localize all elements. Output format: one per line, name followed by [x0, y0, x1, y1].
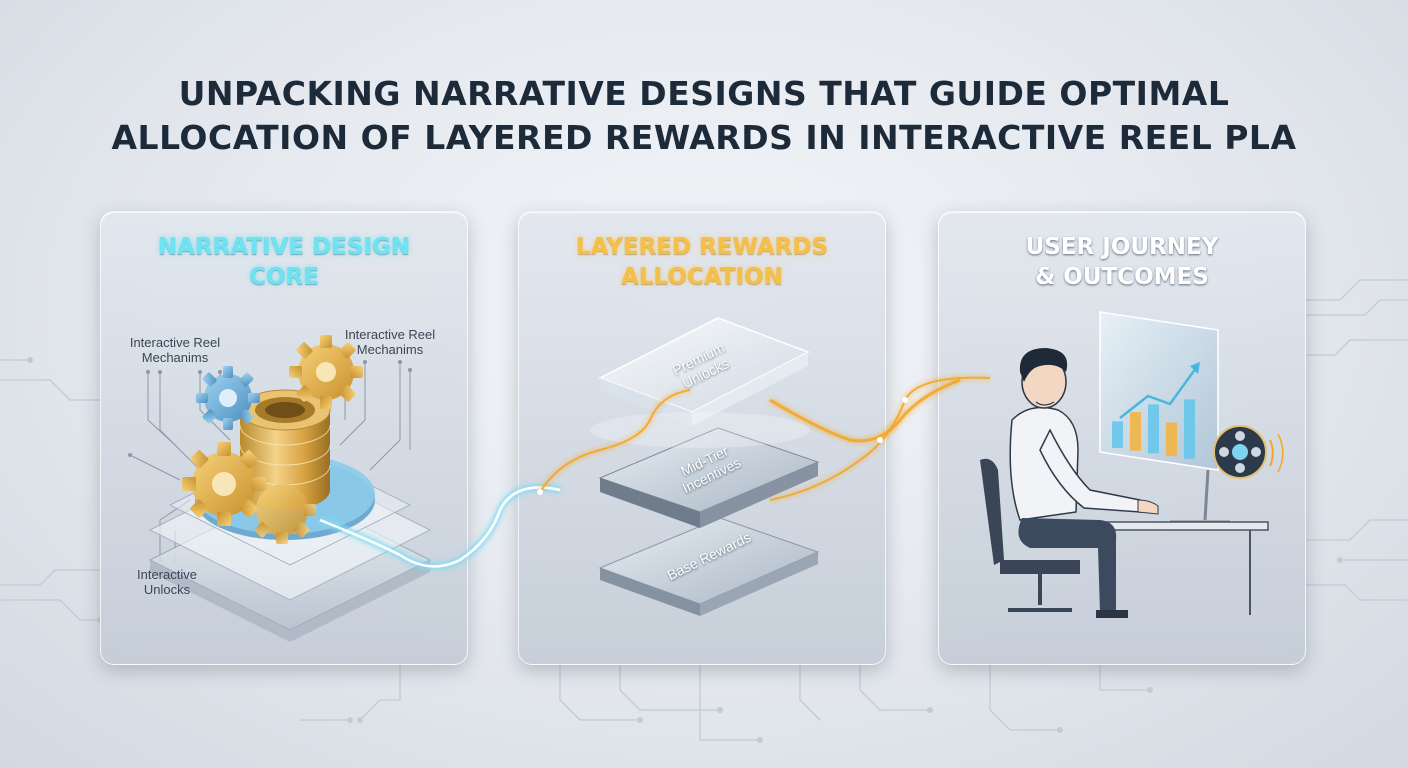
main-title-line2: ALLOCATION OF LAYERED REWARDS IN INTERAC… — [111, 118, 1297, 157]
panel-title-layered-rewards: LAYERED REWARDS ALLOCATION — [575, 234, 829, 290]
main-title-line1: UNPACKING NARRATIVE DESIGNS THAT GUIDE O… — [178, 74, 1230, 113]
panel-user-journey: USER JOURNEY & OUTCOMES — [938, 211, 1306, 665]
panel-title-narrative-design: NARRATIVE DESIGN CORE — [157, 234, 411, 290]
label-interactive-reel-mechanisms-right: Interactive Reel Mechanims — [344, 327, 436, 357]
main-title: UNPACKING NARRATIVE DESIGNS THAT GUIDE O… — [0, 72, 1408, 160]
label-interactive-unlocks: Interactive Unlocks — [137, 567, 197, 597]
panel-layered-rewards: LAYERED REWARDS ALLOCATION — [518, 211, 886, 665]
panel-title-user-journey: USER JOURNEY & OUTCOMES — [1025, 234, 1219, 290]
label-interactive-reel-mechanisms-left: Interactive Reel Mechanims — [129, 335, 221, 365]
